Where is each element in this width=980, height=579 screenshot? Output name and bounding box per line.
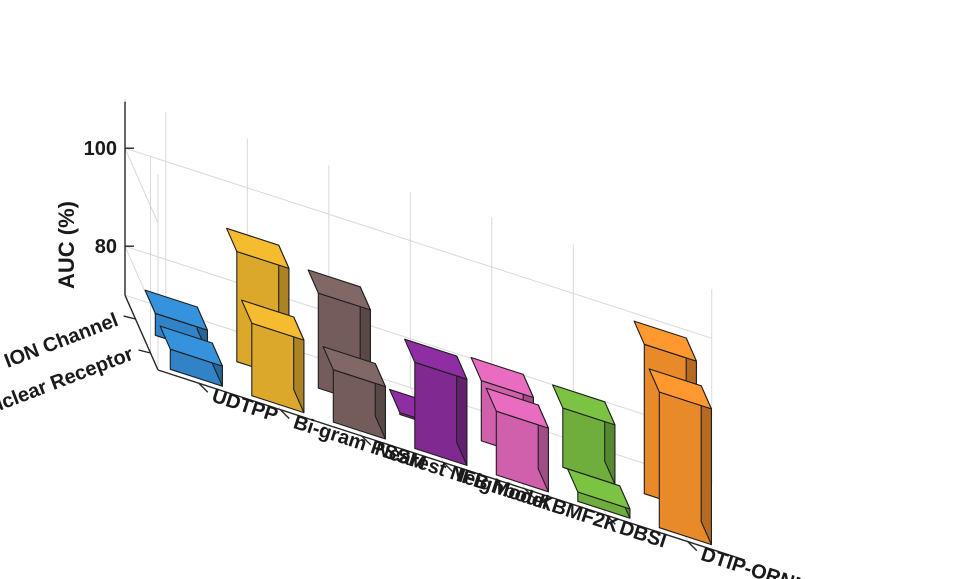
bar-nuclear-receptor-6 [648,368,712,546]
bar-top-face [241,299,305,341]
grid-line-horizontal [124,147,159,224]
method-tick-mark [524,488,535,499]
bar-nuclear-receptor-4 [485,387,549,493]
dataset-axis-line [124,294,159,371]
y-axis-title: AUC (%) [54,201,79,289]
bar-top-face [470,356,534,399]
bar-top-face [144,289,208,331]
grid-layer [124,99,713,542]
method-axis-line [157,369,746,561]
bar-nuclear-receptor-3 [404,338,468,466]
grid-line-horizontal [124,147,712,339]
bar-nuclear-receptor-2 [322,346,386,440]
y-tick-label: 80 [95,236,117,258]
bar-top-face [322,346,386,388]
bar-top-face [307,269,371,311]
bar-side-face [700,385,712,546]
axis-layer [123,101,746,561]
y-tick-label: 100 [84,138,117,160]
method-tick-mark [605,514,616,525]
bar-top-face [567,468,631,510]
bar-nuclear-receptor-5 [567,468,631,519]
method-tick-mark [442,461,453,472]
bar-top-face [404,338,468,380]
grid-line-horizontal [124,245,159,322]
method-tick-mark [361,435,372,446]
bar-top-face [226,227,290,269]
dataset-tick-mark [138,349,151,354]
grid-line-horizontal [124,245,712,437]
bar-layer [144,227,712,546]
bar-top-face [485,387,549,429]
dataset-tick-mark [123,315,136,320]
bar-ion-channel-5 [552,384,616,485]
method-tick-mark [279,409,290,420]
bar-top-face [552,384,616,426]
bar-top-face [648,368,712,410]
bar-nuclear-receptor-1 [241,299,305,414]
bar-top-face [159,325,223,367]
method-tick-mark [198,382,209,393]
method-tick-label: DTIP-ORNN [698,543,810,579]
method-tick-mark [687,541,698,552]
bar-top-face [633,320,697,362]
bar-nuclear-receptor-0 [159,325,223,387]
